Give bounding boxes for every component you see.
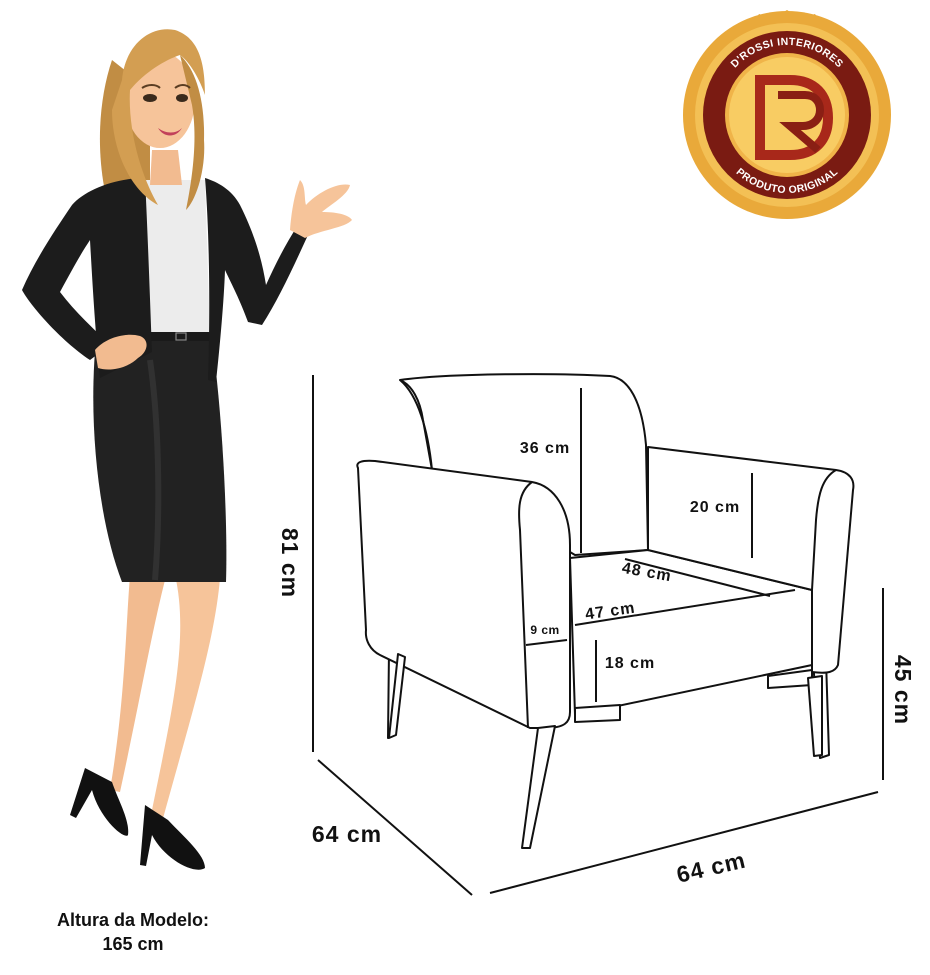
model-shoe-left <box>70 768 129 836</box>
interior-measure-lines <box>525 388 796 702</box>
model-height-value: 165 cm <box>102 934 163 954</box>
dim-depth: 64 cm <box>312 821 382 847</box>
dim-width: 64 cm <box>674 847 748 888</box>
model-hand-raised <box>290 180 352 238</box>
seal-monogram-dr-icon <box>755 75 834 160</box>
brand-seal: D'ROSSI INTERIORES PRODUTO ORIGINAL <box>683 10 891 219</box>
dim-total-height: 81 cm <box>277 528 303 598</box>
chair-leg-front-right <box>807 675 823 757</box>
model-leg-right <box>150 575 220 822</box>
model-height-label: Altura da Modelo: <box>57 910 209 930</box>
exterior-measure-lines <box>312 375 884 896</box>
model-hair-front <box>112 29 205 205</box>
dim-seat-thickness: 18 cm <box>605 655 655 672</box>
model-shoe-right <box>140 805 205 870</box>
dim-back-height: 36 cm <box>520 440 570 457</box>
dim-seat-height: 45 cm <box>890 655 916 725</box>
model-figure <box>22 29 352 870</box>
model-belt <box>146 332 212 341</box>
model-jacket-right <box>205 178 308 382</box>
dim-arm-width: 9 cm <box>530 623 559 637</box>
model-hand-hip <box>95 334 147 370</box>
dim-arm-height: 20 cm <box>690 499 740 516</box>
dim-seat-width: 47 cm <box>584 600 636 624</box>
model-leg-left <box>110 575 165 792</box>
model-jacket-left <box>22 178 152 378</box>
chair-leg-front-left <box>521 725 556 849</box>
model-blouse <box>145 180 210 338</box>
chair-arm-left <box>356 459 571 729</box>
